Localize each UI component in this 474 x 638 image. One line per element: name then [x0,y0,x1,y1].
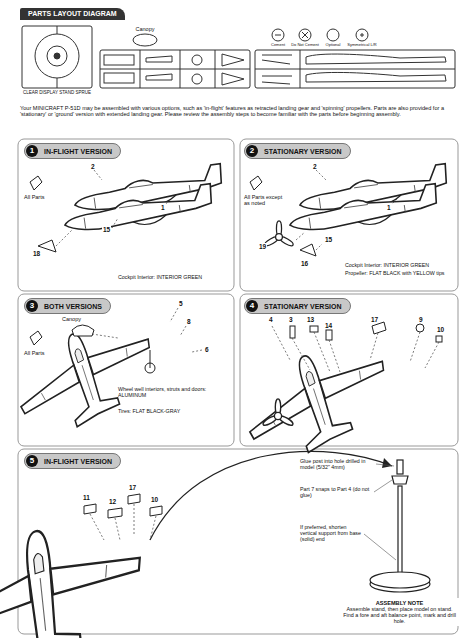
callout-number: 14 [324,322,333,329]
callout-number: 2 [90,163,96,170]
note-text: All Parts [24,350,44,356]
step-banner: 1 IN-FLIGHT VERSION [24,143,121,159]
note-text: Wheel well interiors, struts and doors: … [118,386,223,398]
callout-number: 9 [418,316,424,323]
callout-number: 10 [150,496,159,503]
step-heading: IN-FLIGHT VERSION [44,458,112,465]
callout-number: 11 [82,494,91,501]
note-text: Tires: FLAT BLACK-GRAY [118,408,223,414]
callout-number: 5 [178,300,184,307]
note-text: Cockpit Interior: INTERIOR GREEN [345,262,455,268]
callout-number: 10 [436,326,445,333]
note-text: All Parts except as noted [244,194,288,207]
note-body: Assemble stand, then place model on stan… [342,606,457,624]
callout-number: 6 [204,346,210,353]
callout-number: 15 [102,226,111,233]
step-number: 1 [26,145,38,157]
note-text: CLEAR DISPLAY STAND SPRUE [17,90,97,95]
callout-number: 13 [306,316,315,323]
step-number: 3 [26,300,38,312]
callout-number: 3 [288,316,294,323]
note-text: Canopy [136,26,155,32]
note-text: Optional [326,43,341,48]
note-text: Do Not Cement [291,43,319,48]
callout-number: 17 [370,316,379,323]
note-text: Symmetrical L/R [347,43,376,48]
step-heading: IN-FLIGHT VERSION [44,148,112,155]
callout-number: 18 [32,250,41,257]
note-text: Canopy [62,316,81,322]
note-box: ASSEMBLY NOTEAssemble stand, then place … [340,598,459,626]
note-text: All Parts [24,194,44,200]
callout-number: 1 [386,204,392,211]
step-banner: 5 IN-FLIGHT VERSION [24,453,121,469]
step-heading: BOTH VERSIONS [44,303,102,310]
note-heading: ASSEMBLY NOTE [342,600,457,606]
note-text: If preferred, shorten vertical support f… [300,524,362,542]
note-text: Part 7 snaps to Part 4 (do not glue) [300,486,372,498]
step-heading: STATIONARY VERSION [264,148,342,155]
callout-number: 16 [300,260,309,267]
step-banner: 2 STATIONARY VERSION [244,143,351,159]
step-banner: 3 BOTH VERSIONS [24,298,111,314]
step-heading: STATIONARY VERSION [264,303,342,310]
callout-number: 1 [160,204,166,211]
note-text: Your MINICRAFT P-51D may be assembled wi… [20,105,456,118]
callout-number: 12 [108,498,117,505]
step-number: 5 [26,455,38,467]
callout-number: 19 [258,243,267,250]
note-text: Cockpit Interior: INTERIOR GREEN [118,274,228,280]
step-banner: 4 STATIONARY VERSION [244,298,351,314]
step-number: 4 [246,300,258,312]
note-text: Glue post into hole drilled in model (5/… [300,458,376,470]
callout-number: 4 [268,316,274,323]
page-title: PARTS LAYOUT DIAGRAM [20,8,125,20]
callout-number: 17 [128,484,137,491]
step-number: 2 [246,145,258,157]
callout-number: 8 [186,318,192,325]
note-text: Cement [271,43,285,48]
callout-number: 2 [312,163,318,170]
note-text: Propeller: FLAT BLACK with YELLOW tips [345,270,455,276]
callout-number: 15 [324,236,333,243]
